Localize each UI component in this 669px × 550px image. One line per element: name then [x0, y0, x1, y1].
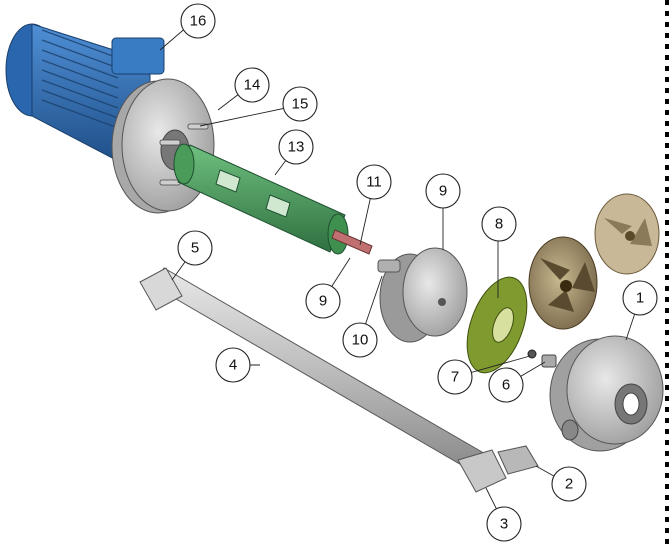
svg-text:8: 8	[495, 216, 503, 233]
column-pipe	[173, 143, 349, 255]
pump-housing-upper	[377, 247, 468, 343]
callout-1: 1	[622, 280, 658, 316]
svg-text:1: 1	[636, 290, 644, 307]
svg-text:6: 6	[502, 377, 510, 394]
diffuser	[594, 193, 660, 275]
callout-13: 13	[278, 129, 314, 165]
pump-casing	[549, 335, 664, 452]
svg-text:11: 11	[366, 174, 382, 191]
svg-text:15: 15	[292, 96, 309, 113]
callout-11: 11	[356, 164, 392, 200]
callout-6: 6	[488, 367, 524, 403]
svg-text:13: 13	[288, 139, 305, 156]
callout-9-upper: 9	[425, 173, 461, 209]
svg-text:3: 3	[500, 516, 508, 533]
bearing-stub	[377, 259, 401, 273]
svg-text:5: 5	[191, 240, 199, 257]
casing-port	[561, 419, 579, 441]
callout-10: 10	[342, 322, 378, 358]
svg-text:9: 9	[439, 183, 447, 200]
impeller-nut	[541, 354, 557, 368]
pipe-cap	[139, 267, 183, 311]
callout-14: 14	[234, 67, 270, 103]
callout-9-lower: 9	[305, 283, 341, 319]
edge-dashed-border	[665, 0, 669, 545]
callout-2: 2	[551, 466, 587, 502]
terminal-box	[111, 37, 165, 75]
svg-text:9: 9	[319, 293, 327, 310]
washer	[527, 349, 537, 359]
callout-15: 15	[282, 86, 318, 122]
callout-16: 16	[180, 3, 216, 39]
callout-4: 4	[215, 347, 251, 383]
svg-text:16: 16	[190, 13, 207, 30]
impeller	[528, 236, 598, 330]
svg-text:4: 4	[229, 357, 237, 374]
motor-flange	[111, 78, 215, 214]
svg-text:2: 2	[565, 476, 573, 493]
callout-3: 3	[486, 506, 522, 542]
discharge-pipe	[139, 267, 539, 493]
wear-plate	[466, 276, 528, 374]
svg-text:14: 14	[244, 77, 261, 94]
pipe-coupling	[497, 445, 539, 475]
shaft	[331, 229, 373, 255]
callout-8: 8	[481, 206, 517, 242]
callout-5: 5	[177, 230, 213, 266]
pipe-elbow	[457, 449, 507, 493]
svg-text:10: 10	[352, 332, 369, 349]
svg-text:7: 7	[451, 369, 459, 386]
callout-7: 7	[437, 359, 473, 395]
